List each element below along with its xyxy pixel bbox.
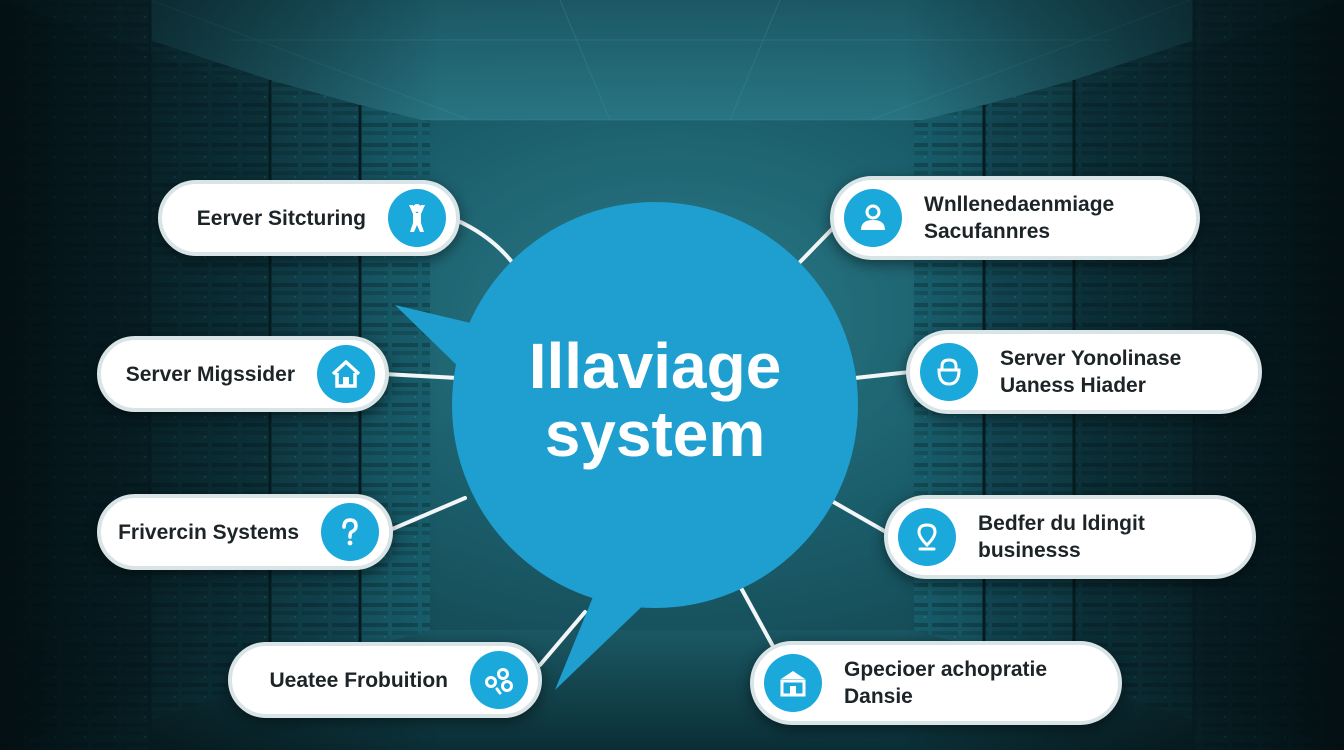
node-right-4[interactable]: Gpecioer achopratie Dansie [750,641,1122,725]
hub-title: Illaviage system [455,332,855,468]
connector-right-2 [853,370,912,380]
node-right-3[interactable]: Bedfer du ldingit businesss [884,495,1256,579]
node-label: Wnllenedaenmiage Sacufannres [924,193,1115,243]
hub-bubble [395,202,858,690]
connector-right-1 [798,223,838,264]
connector-left-2 [382,372,460,380]
connector-left-1 [454,218,514,264]
node-label: Server Yonolinase Uaness Hiader [1000,347,1182,397]
node-label: Server Migssider [125,362,295,386]
connector-left-3 [388,496,467,532]
node-left-1[interactable]: Eerver Sitcturing [158,180,460,256]
house-icon [317,345,375,403]
hub-title-line-1: Illaviage [528,330,782,402]
node-right-1[interactable]: Wnllenedaenmiage Sacufannres [830,176,1200,260]
connector-left-4 [538,610,587,667]
building-icon [764,654,822,712]
lock-icon [920,343,978,401]
person-arms-up-icon [388,189,446,247]
node-label: Frivercin Systems [118,520,299,544]
connector-right-3 [828,498,888,534]
node-label: Eerver Sitcturing [196,206,366,230]
node-right-2[interactable]: Server Yonolinase Uaness Hiader [906,330,1262,414]
node-label: Ueatee Frobuition [269,668,448,692]
hub-title-line-2: system [544,398,766,470]
location-pin-icon [898,508,956,566]
node-left-4[interactable]: Ueatee Frobuition [228,642,542,718]
node-left-2[interactable]: Server Migssider [97,336,389,412]
node-label: Bedfer du ldingit businesss [978,512,1145,562]
user-icon [844,189,902,247]
question-mark-icon [321,503,379,561]
connector-right-4 [738,584,777,652]
node-left-3[interactable]: Frivercin Systems [97,494,393,570]
node-label: Gpecioer achopratie Dansie [844,658,1048,708]
nodes-icon [470,651,528,709]
